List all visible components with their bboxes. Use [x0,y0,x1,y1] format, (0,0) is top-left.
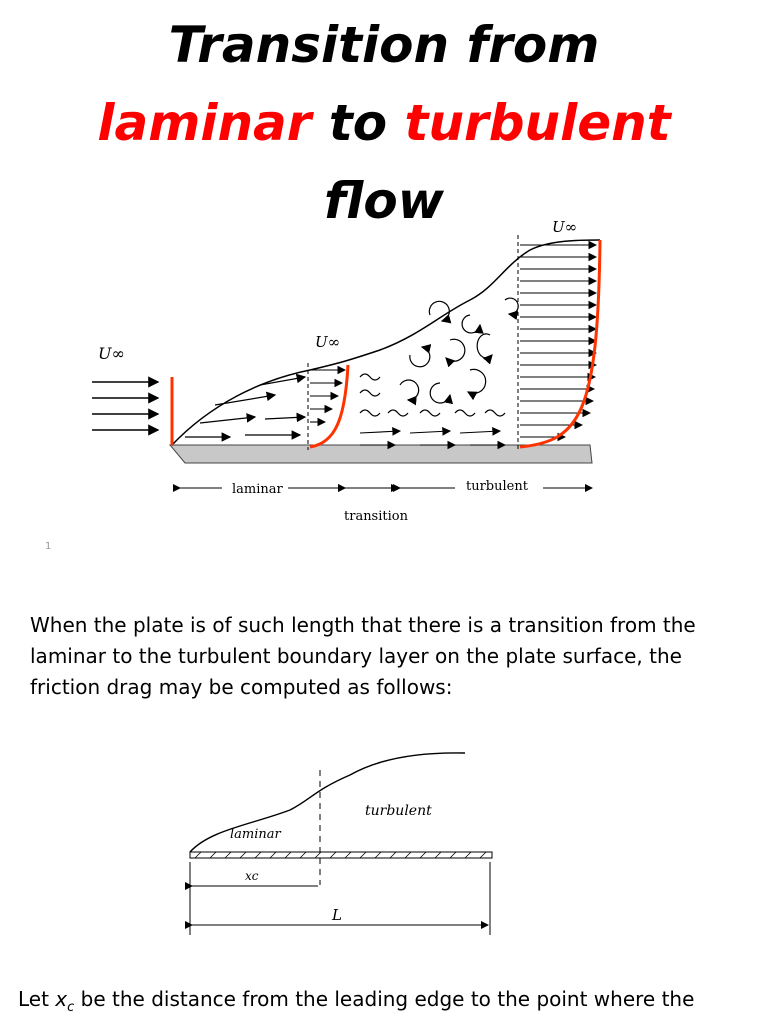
para2-prefix: Let [18,987,56,1011]
region-turbulent-label: turbulent [466,479,529,494]
title-to: to [311,94,405,152]
boundary-layer-edge [171,239,601,446]
free-stream-label: U∞ [98,344,125,363]
sketch-boundary-edge [189,752,466,853]
turbulent-eddies [359,297,519,417]
top-velocity-label: U∞ [552,218,577,236]
para2-suffix: be the distance from the leading edge to… [74,987,695,1011]
flat-plate [168,444,593,464]
mid-velocity-label: U∞ [315,333,340,351]
laminar-arrows [185,373,307,442]
sketch-turbulent-label: turbulent [365,803,432,819]
title-line-2: laminar to turbulent [0,98,768,148]
region-transition-label: transition [344,509,409,524]
body-paragraph-2: Let xc be the distance from the leading … [18,984,758,1023]
region-laminar-label: laminar [232,482,284,497]
title-laminar: laminar [97,94,312,152]
sketch-xc-label: xc [245,869,259,883]
body-paragraph: When the plate is of such length that th… [30,613,696,699]
title-line-3: flow [324,172,444,230]
laminar-turbulent-sketch: laminar turbulent xc L [185,752,493,935]
sketch-L-label: L [331,906,342,924]
title-turbulent: turbulent [404,94,671,152]
sketch-plate [189,851,493,859]
sketch-laminar-label: laminar [230,827,282,842]
para2-sub: c [67,1000,75,1015]
para2-var: x [55,987,68,1011]
boundary-layer-diagram: U∞ U∞ [92,218,602,524]
transition-velocity-profile [309,364,350,449]
free-stream-arrows [92,376,160,436]
mid-profile-arrows [310,365,347,427]
turbulent-velocity-profile [519,239,602,449]
turbulent-profile-arrows [520,240,598,442]
title-line-1: Transition from [168,16,600,74]
page-number: 1 [45,541,52,552]
